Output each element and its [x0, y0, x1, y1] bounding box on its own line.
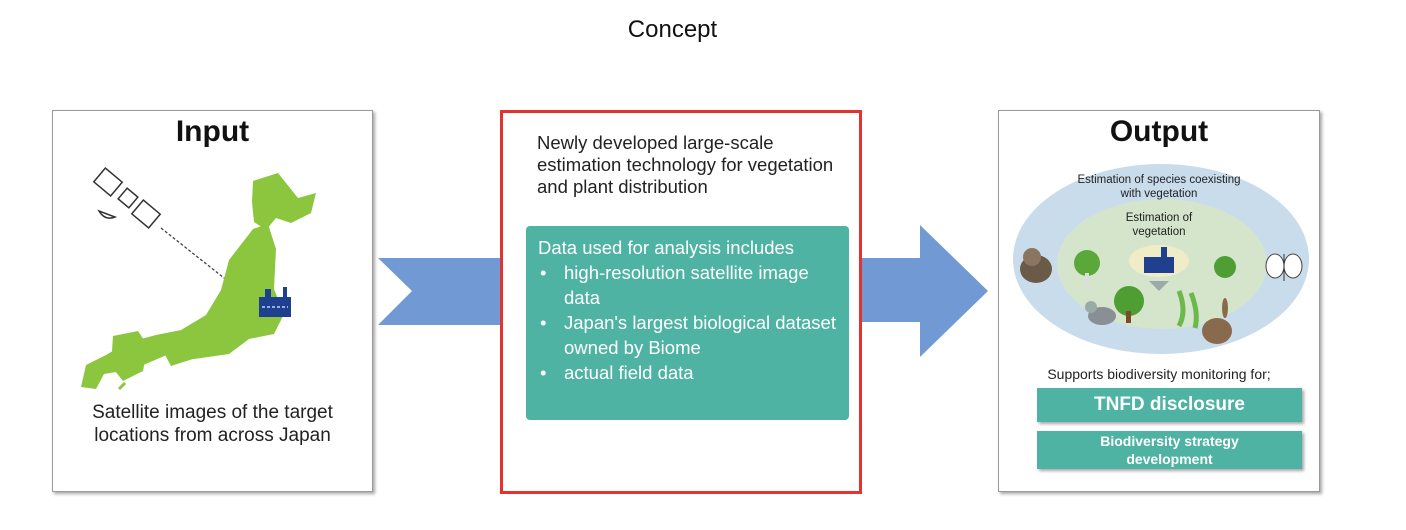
rabbit-icon: [1202, 298, 1232, 344]
analysis-data-intro: Data used for analysis includes: [538, 237, 795, 258]
island: [117, 381, 127, 391]
analysis-data-box: Data used for analysis includes high-res…: [526, 226, 849, 420]
willow-icon: [1176, 290, 1199, 329]
flow-arrow-tail: [378, 258, 500, 325]
satellite-icon: [92, 166, 162, 230]
leaf-icon: [1214, 256, 1236, 278]
factory-icon: [259, 287, 291, 317]
species-estimation-text: Estimation of species coexisting with ve…: [1077, 174, 1241, 200]
output-panel: Output Estimation of species coexisting …: [998, 110, 1320, 492]
raccoon-dog-icon: [1020, 248, 1052, 283]
supports-label: Supports biodiversity monitoring for;: [1047, 366, 1271, 382]
technology-panel: Newly developed large-scale estimation t…: [500, 110, 862, 494]
butterfly-icon: [1265, 253, 1303, 281]
factory-icon: [1144, 247, 1174, 273]
input-heading: Input: [175, 115, 250, 148]
input-panel: Input Satellite images of the target loc…: [52, 110, 373, 492]
list-item: actual field data: [538, 360, 837, 385]
technology-heading: Newly developed large-scale estimation t…: [537, 132, 834, 197]
input-caption: Satellite images of the target locations…: [92, 402, 333, 446]
vegetation-estimation-label: Estimation of vegetation: [999, 211, 1319, 239]
bird-icon: [1085, 301, 1116, 325]
tnfd-disclosure-box: TNFD disclosure: [1037, 388, 1302, 422]
list-item: Japan's largest biological dataset owned…: [538, 310, 837, 360]
tree-icon: [1114, 286, 1144, 323]
analysis-data-list: high-resolution satellite image data Jap…: [538, 260, 837, 385]
flow-arrow-head: [862, 225, 988, 357]
output-heading: Output: [1109, 115, 1209, 148]
biodiversity-strategy-box: Biodiversity strategy development: [1037, 431, 1302, 469]
biodiversity-illustration: [1020, 245, 1303, 344]
japan-map: [81, 173, 316, 389]
tree-icon: [1074, 250, 1100, 287]
japan-map-illustration: [81, 166, 316, 391]
vegetation-estimation-text: Estimation of vegetation: [1125, 212, 1193, 238]
list-item: high-resolution satellite image data: [538, 260, 837, 310]
diagram-title: Concept: [627, 16, 718, 43]
species-estimation-label: Estimation of species coexisting with ve…: [999, 173, 1319, 201]
biodiversity-strategy-text: Biodiversity strategy development: [1100, 433, 1239, 467]
